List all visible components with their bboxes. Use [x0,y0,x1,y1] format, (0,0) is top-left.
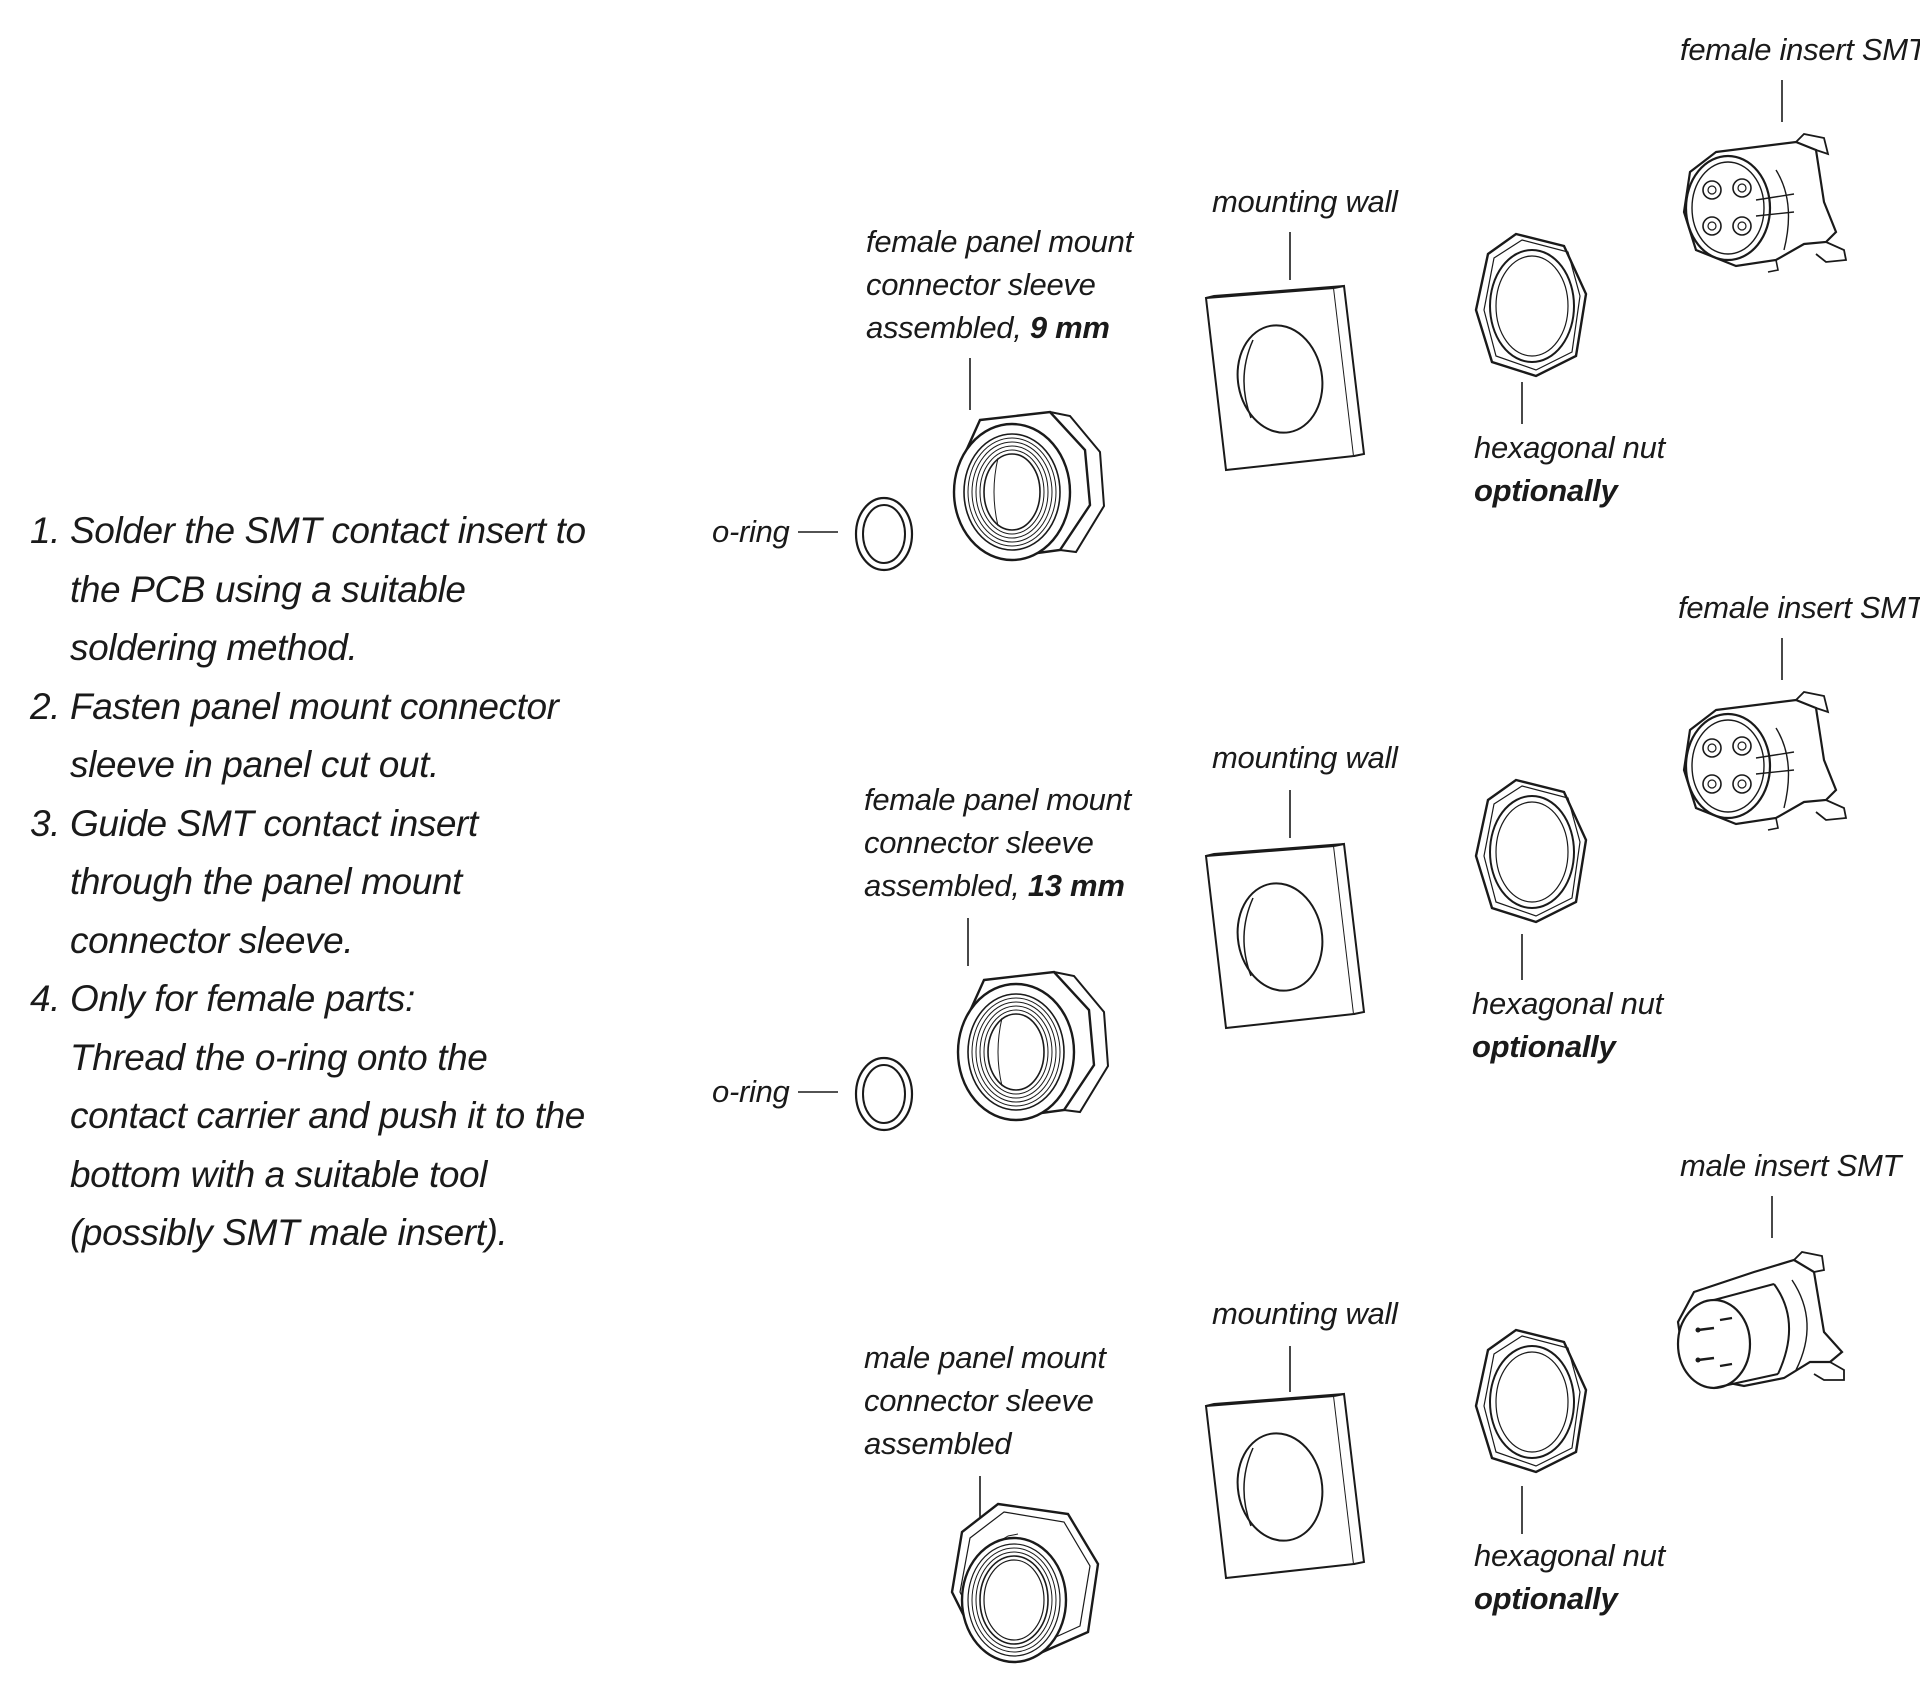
step-text: Only for female parts: [70,978,415,1019]
sleeve-label-line3: assembled [864,1426,1012,1461]
insert-label: female insert SMT [1680,32,1920,67]
oring-label: o-ring [712,514,790,549]
sleeve-label: female panel mount connector sleeve asse… [864,778,1131,907]
sleeve-size: 9 mm [1029,310,1110,345]
sleeve-size: 13 mm [1027,868,1125,903]
instruction-step-2: 2. Fasten panel mount connector sleeve i… [30,678,590,795]
sleeve-label-line2: connector sleeve [864,1383,1094,1418]
female-sleeve-part [956,970,1110,1122]
instruction-step-3: 3. Guide SMT contact insert through the … [30,795,590,971]
row-1-drawing [798,80,1848,572]
oring-label: o-ring [712,1074,790,1109]
nut-label-line1: hexagonal nut [1474,430,1665,465]
step-number: 1. [30,510,61,551]
oring-part [854,496,914,572]
male-insert-part [1676,1250,1846,1390]
instruction-list: 1. Solder the SMT contact insert to the … [30,502,590,1263]
nut-label-line2: optionally [1474,473,1618,508]
row-3-drawing [950,1196,1846,1664]
row-2-drawing [798,638,1848,1132]
instruction-step-4: 4. Only for female parts: Thread the o-r… [30,970,590,1263]
insert-label: male insert SMT [1680,1148,1902,1183]
oring-part [854,1056,914,1132]
hexagonal-nut-label: hexagonal nut optionally [1472,982,1663,1068]
step-number: 2. [30,685,61,727]
sleeve-label-line2: connector sleeve [866,267,1096,302]
mounting-wall-label: mounting wall [1212,184,1398,219]
female-sleeve-part [952,410,1106,562]
sleeve-label-line2: connector sleeve [864,825,1094,860]
male-sleeve-part [950,1502,1100,1664]
mounting-wall-part [1205,285,1365,471]
step-number: 4. [30,978,61,1019]
hexagonal-nut-part [1474,232,1588,378]
hexagonal-nut-label: hexagonal nut optionally [1474,426,1665,512]
step-subtext: Thread the o-ring onto the contact carri… [70,1036,585,1254]
sleeve-label: male panel mount connector sleeve assemb… [864,1336,1106,1465]
female-insert-part [1682,132,1848,274]
nut-label-line2: optionally [1474,1581,1618,1616]
mounting-wall-label: mounting wall [1212,740,1398,775]
sleeve-label-line1: female panel mount [864,782,1131,817]
nut-label-line1: hexagonal nut [1474,1538,1665,1573]
step-number: 3. [30,802,61,844]
mounting-wall-part [1205,1393,1365,1579]
mounting-wall-label: mounting wall [1212,1296,1398,1331]
step-text: Fasten panel mount connector sleeve in p… [70,685,559,786]
hexagonal-nut-part [1474,1328,1588,1474]
sleeve-label: female panel mount connector sleeve asse… [866,220,1133,349]
hexagonal-nut-part [1474,778,1588,924]
insert-label: female insert SMT [1678,590,1920,625]
mounting-wall-part [1205,843,1365,1029]
instruction-step-1: 1. Solder the SMT contact insert to the … [30,502,590,678]
sleeve-label-line1: female panel mount [866,224,1133,259]
sleeve-label-line3: assembled, [866,310,1022,345]
nut-label-line1: hexagonal nut [1472,986,1663,1021]
step-text: Guide SMT contact insert through the pan… [70,802,478,961]
sleeve-label-line3: assembled, [864,868,1020,903]
hexagonal-nut-label: hexagonal nut optionally [1474,1534,1665,1620]
sleeve-label-line1: male panel mount [864,1340,1106,1375]
female-insert-part [1682,690,1848,832]
nut-label-line2: optionally [1472,1029,1616,1064]
step-text: Solder the SMT contact insert to the PCB… [70,510,586,668]
